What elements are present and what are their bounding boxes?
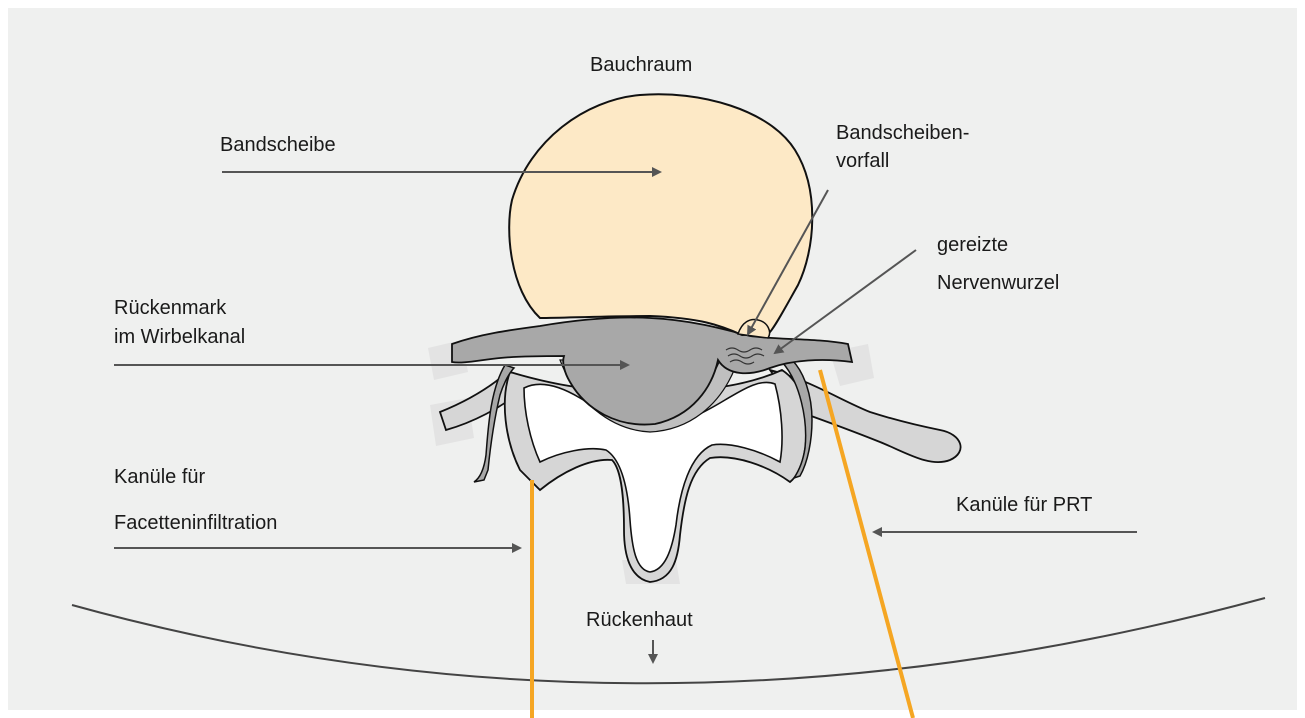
- label-abdomen: Bauchraum: [590, 54, 692, 76]
- label-herniation-line2: vorfall: [836, 150, 889, 172]
- label-nerve-root-line2: Nervenwurzel: [937, 272, 1059, 294]
- label-facet-cannula-line2: Facetteninfiltration: [114, 512, 277, 534]
- label-nerve-root-line1: gereizte: [937, 234, 1008, 256]
- label-facet-cannula-line1: Kanüle für: [114, 466, 206, 488]
- label-spinal-cord-line2: im Wirbelkanal: [114, 326, 245, 348]
- label-prt-cannula: Kanüle für PRT: [956, 494, 1092, 516]
- label-back-skin: Rückenhaut: [586, 609, 693, 631]
- label-disc: Bandscheibe: [220, 134, 336, 156]
- label-herniation-line1: Bandscheiben-: [836, 122, 969, 144]
- label-spinal-cord-line1: Rückenmark: [114, 297, 227, 319]
